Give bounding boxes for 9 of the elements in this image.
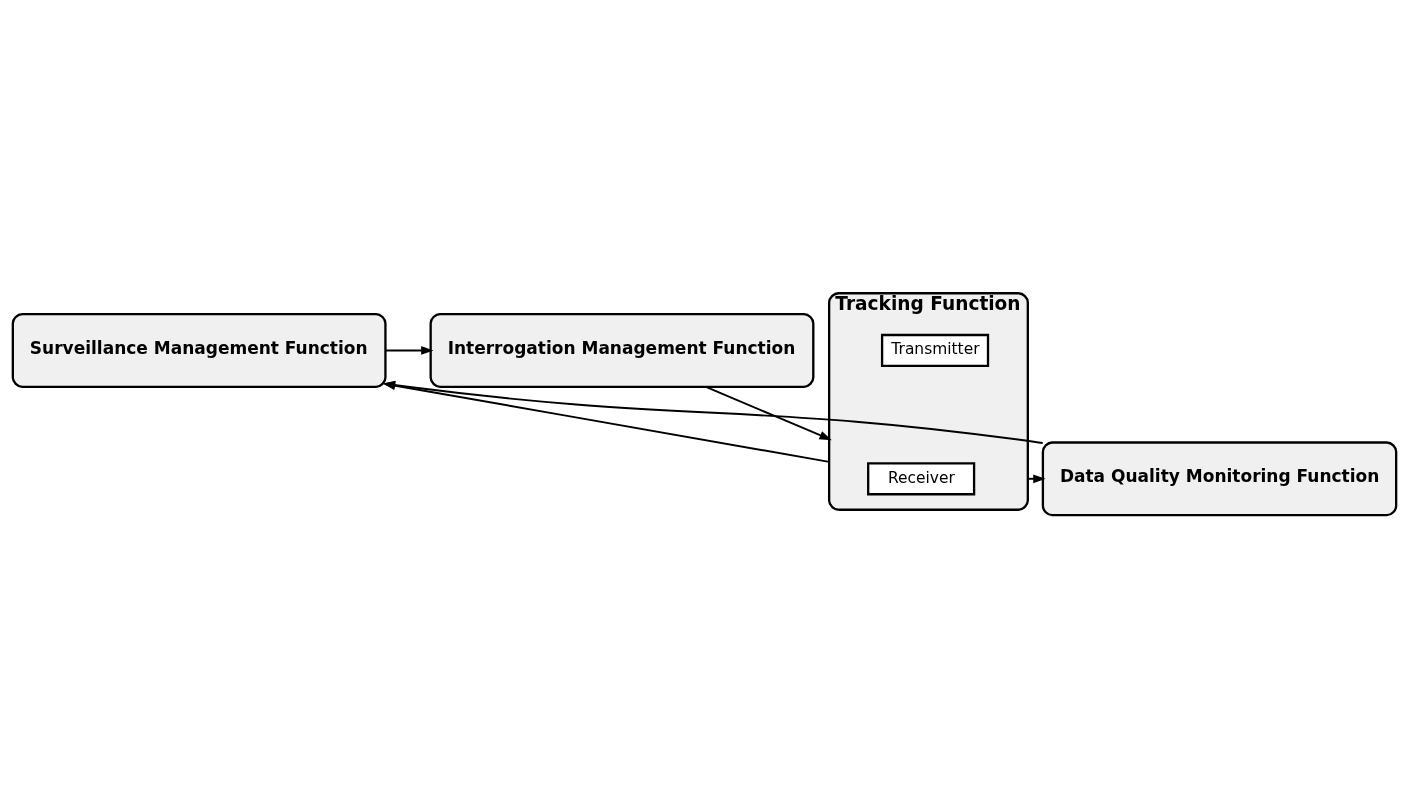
node-box: Interrogation Management Function bbox=[429, 312, 815, 388]
arrow bbox=[384, 345, 434, 355]
arrow bbox=[382, 380, 831, 463]
node-box: Receiver bbox=[867, 461, 976, 495]
arrow bbox=[704, 385, 832, 440]
node-box: Data Quality Monitoring Function bbox=[1041, 440, 1398, 516]
arrow bbox=[382, 380, 1044, 444]
node-box: Transmitter bbox=[880, 333, 990, 367]
node-box: Surveillance Management Function bbox=[11, 312, 387, 388]
